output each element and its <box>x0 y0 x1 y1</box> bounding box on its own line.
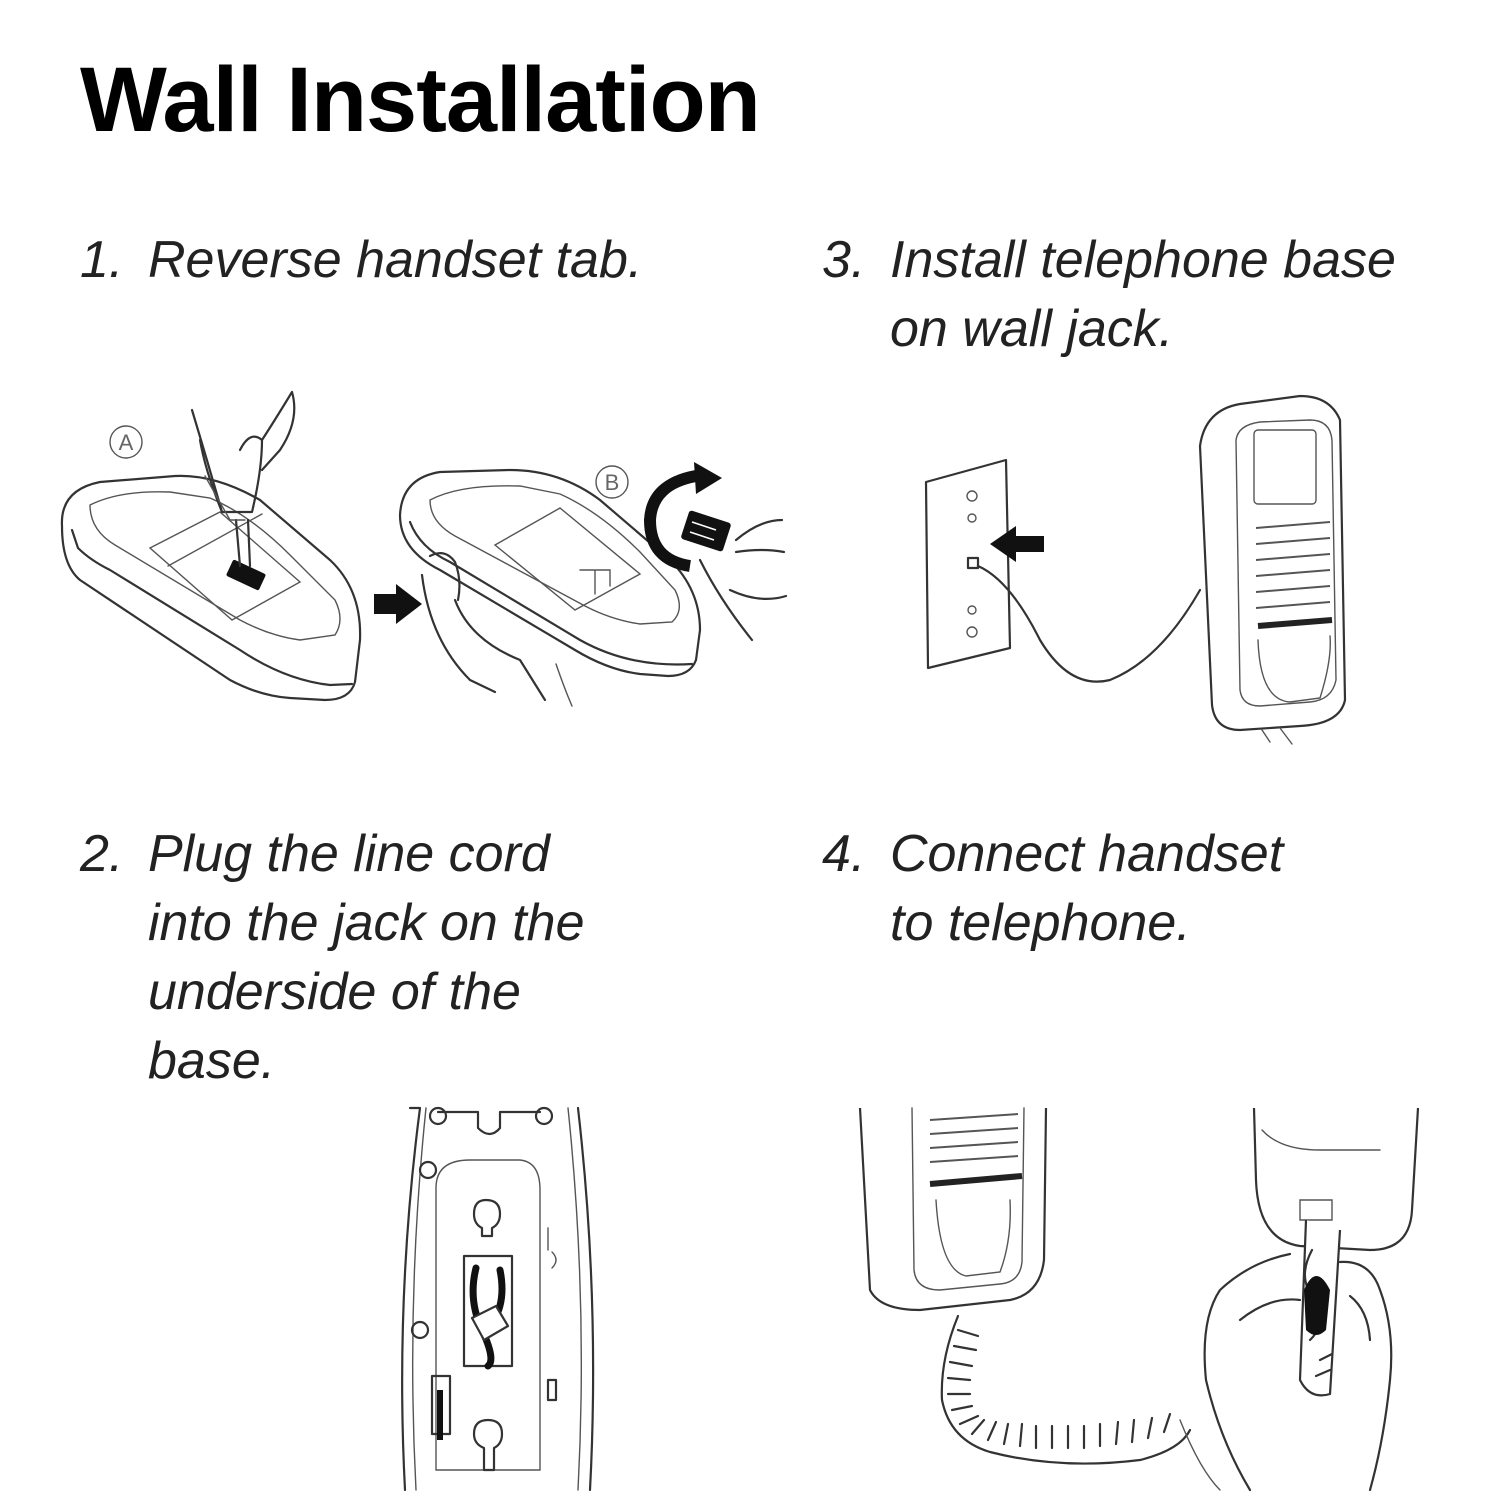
arrow-left-icon <box>990 526 1044 562</box>
step-1-number: 1. <box>80 231 124 289</box>
step-1-illustration-a: A <box>62 392 360 700</box>
handset <box>1254 1108 1418 1250</box>
step-2-text: 2. Plug the line cord into the jack on th… <box>80 820 585 1096</box>
step-3-line-2: on wall jack. <box>890 300 1174 358</box>
callout-b-marker: B <box>596 466 628 498</box>
step-2-line-1: Plug the line cord <box>148 825 550 883</box>
telephone-base <box>1200 396 1345 730</box>
step-4-text: 4. Connect handset to telephone. <box>822 820 1283 958</box>
keyhole-top <box>474 1200 500 1236</box>
step-2-line-3: underside of the <box>148 963 521 1021</box>
step-4-line-2: to telephone. <box>890 894 1191 952</box>
callout-b-label: B <box>605 470 620 495</box>
line-cord <box>978 566 1200 682</box>
step-3-line-1: Install telephone base <box>890 231 1396 289</box>
keyhole-bottom <box>474 1420 502 1470</box>
step-2-line-2: into the jack on the <box>148 894 585 952</box>
base-jack <box>472 1306 508 1340</box>
step-3-number: 3. <box>822 231 866 289</box>
step-1-text: 1. Reverse handset tab. <box>80 226 642 295</box>
step-4-illustration <box>860 1108 1418 1490</box>
step-2-line-4: base. <box>148 1032 276 1090</box>
handset-tab-detail <box>681 510 786 640</box>
keypad <box>1256 522 1330 608</box>
page-title: Wall Installation <box>80 49 761 151</box>
step-2-illustration <box>402 1108 593 1490</box>
coiled-cord <box>942 1316 1190 1464</box>
step-3-text: 3. Install telephone base on wall jack. <box>822 226 1396 364</box>
rotate-arrow-icon <box>650 462 722 566</box>
callout-a-label: A <box>119 430 134 455</box>
step-4-line-1: Connect handset <box>890 825 1284 883</box>
arrow-right-icon <box>374 584 422 624</box>
step-1-illustration-b: B <box>400 466 700 706</box>
step-4-number: 4. <box>822 825 866 883</box>
step-2-number: 2. <box>80 825 124 883</box>
wall-jack <box>968 558 978 568</box>
telephone-base-bottom <box>860 1108 1046 1310</box>
step-1-line-1: Reverse handset tab. <box>148 231 643 289</box>
callout-a-marker: A <box>110 426 142 458</box>
step-3-illustration <box>926 396 1345 744</box>
